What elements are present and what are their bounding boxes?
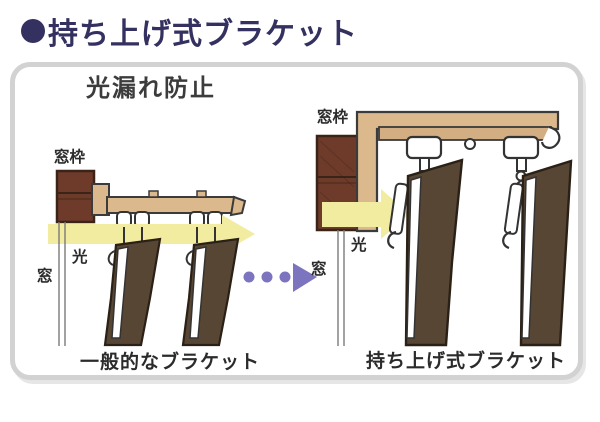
left-window-frame-shape	[55, 169, 96, 224]
left-rail-shape	[91, 183, 247, 217]
transition-arrow-icon	[243, 263, 317, 292]
right-curtains	[387, 158, 573, 347]
left-window-glass-lines	[58, 222, 66, 346]
panel-heading: 光漏れ防止	[86, 75, 216, 102]
page-title-text: 持ち上げ式ブラケット	[48, 18, 358, 51]
left-rail-gliders	[116, 211, 223, 228]
right-figure-caption: 持ち上げ式ブラケット	[366, 351, 567, 372]
left-figure-diagram	[48, 169, 255, 347]
bullet-icon	[21, 19, 45, 43]
right-window-label: 窓	[311, 261, 327, 278]
left-window-label: 窓	[37, 268, 53, 285]
left-light-label: 光	[72, 249, 88, 266]
right-frame-label: 窓枠	[317, 109, 349, 126]
right-figure-diagram	[315, 110, 573, 347]
page-title: 持ち上げ式ブラケット	[21, 9, 358, 53]
right-light-arrow	[322, 189, 409, 239]
left-figure-caption: 一般的なブラケット	[80, 352, 261, 373]
right-window-glass-lines	[337, 230, 345, 346]
left-frame-label: 窓枠	[54, 149, 86, 166]
left-curtains	[103, 237, 240, 347]
left-curtain-hooks	[123, 227, 216, 243]
right-light-label: 光	[351, 237, 367, 254]
